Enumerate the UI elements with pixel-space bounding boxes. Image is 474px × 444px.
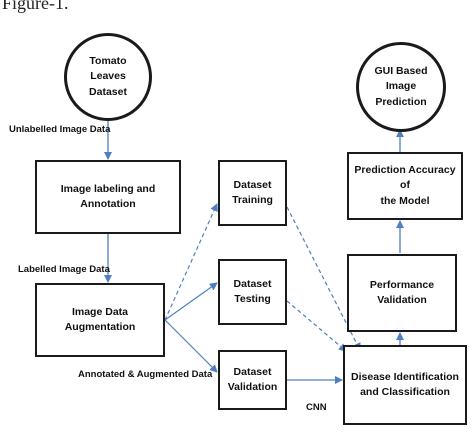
label-unlabelled-image-data: Unlabelled Image Data (9, 124, 111, 135)
node-gui-prediction: GUI Based Image Prediction (356, 42, 446, 132)
node-image-labeling: Image labeling and Annotation (35, 160, 181, 234)
node-dataset-training: Dataset Training (218, 160, 287, 226)
label-annotated-augmented-data: Annotated & Augmented Data (78, 369, 213, 380)
node-tomato-leaves-dataset: Tomato Leaves Dataset (64, 33, 152, 121)
figure-caption: Figure-1. (2, 0, 69, 13)
arrow-augmentation-to-testing (164, 282, 218, 321)
node-image-augmentation: Image Data Augmentation (35, 283, 165, 357)
node-dataset-testing: Dataset Testing (218, 259, 287, 325)
node-dataset-validation: Dataset Validation (218, 350, 287, 410)
arrow-testing-to-disease (286, 300, 347, 352)
label-cnn: CNN (306, 402, 327, 413)
arrow-augmentation-to-validation (164, 319, 218, 373)
node-disease-identification: Disease Identification and Classificatio… (343, 345, 467, 425)
label-labelled-image-data: Labelled Image Data (18, 264, 110, 275)
node-performance-validation: Performance Validation (347, 254, 457, 332)
node-prediction-accuracy: Prediction Accuracy of the Model (347, 152, 463, 220)
arrow-augmentation-to-training (164, 203, 218, 321)
